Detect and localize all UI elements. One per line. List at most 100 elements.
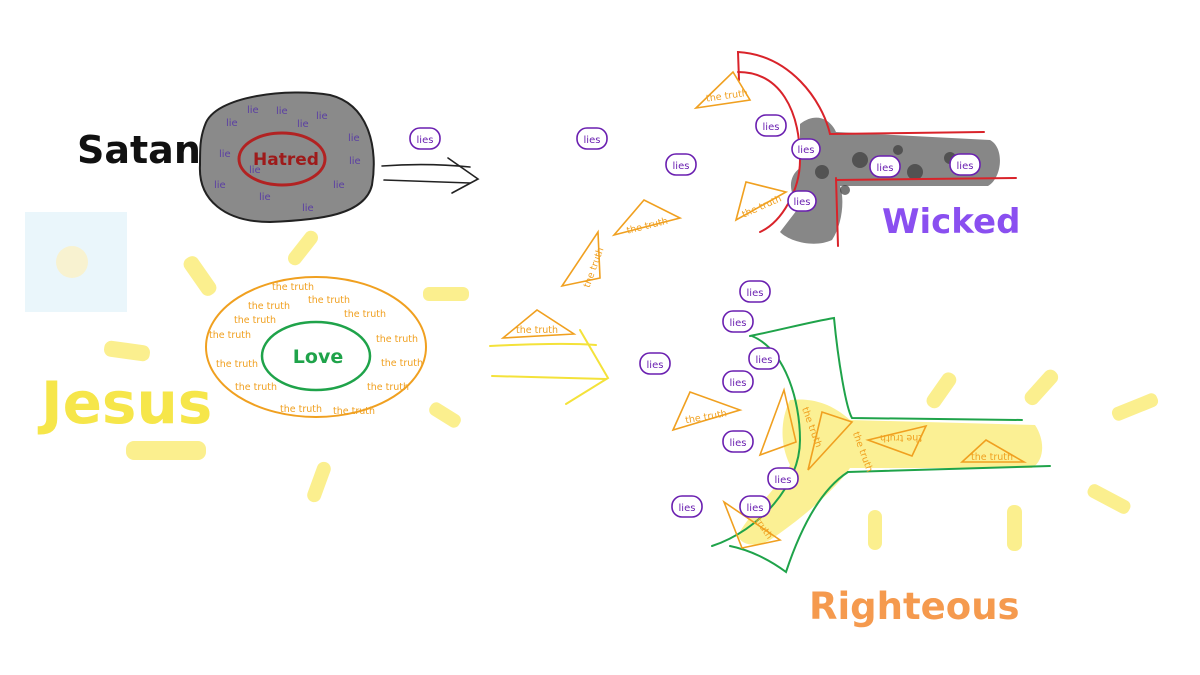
lie-token: lie xyxy=(348,133,360,144)
lies-token: lies xyxy=(417,135,434,146)
truth-token: the truth xyxy=(376,334,418,345)
hatred-ring xyxy=(237,131,327,187)
lies-bubble: lies xyxy=(739,495,771,518)
truth-triangle: the truth xyxy=(693,70,752,110)
lies-bubble: lies xyxy=(639,352,671,375)
lies-bubble: lies xyxy=(787,190,817,212)
truth-token: the truth xyxy=(344,309,386,320)
jesus-group: Jesus Love the truth the truth the truth… xyxy=(25,212,610,503)
lies-bubble: lies xyxy=(409,127,441,150)
lie-token: lie xyxy=(333,180,345,191)
jesus-arrow xyxy=(489,329,610,405)
truth-token: the truth xyxy=(272,282,314,293)
truth-triangle: the truth xyxy=(734,181,789,222)
wicked-smudge xyxy=(780,117,1000,244)
lie-token: lie xyxy=(297,119,309,130)
truth-ring xyxy=(205,276,427,418)
love-label: Love xyxy=(293,346,343,368)
lies-bubble: lies xyxy=(949,153,981,176)
jesus-label: Jesus xyxy=(37,369,212,437)
lies-token: lies xyxy=(957,161,974,172)
truth-token: the truth xyxy=(705,88,748,105)
truth-token: the truth xyxy=(582,246,607,289)
truth-triangle: the truth xyxy=(611,199,683,237)
truth-triangle: the truth xyxy=(865,424,928,458)
lies-bubble: lies xyxy=(755,114,787,137)
lie-token: lie xyxy=(219,149,231,160)
truth-triangle: the truth xyxy=(560,229,607,289)
lies-bubble: lies xyxy=(722,310,754,333)
lies-token: lies xyxy=(673,161,690,172)
lies-bubble: lies xyxy=(722,430,754,453)
lies-token: lies xyxy=(647,360,664,371)
lies-bubble: lies xyxy=(748,347,780,370)
lies-token: lies xyxy=(798,145,815,156)
lies-bubble: lies xyxy=(791,138,821,160)
wicked-label: Wicked xyxy=(882,202,1020,242)
truth-triangle: the truth xyxy=(959,439,1027,463)
righteous-glow xyxy=(738,399,1043,545)
righteous-sun-rays xyxy=(868,369,1159,551)
lies-bubble: lies xyxy=(869,155,901,178)
glow-dot xyxy=(56,246,88,278)
lies-bubble: lies xyxy=(722,370,754,393)
lies-token: lies xyxy=(730,318,747,329)
truth-token: the truth xyxy=(880,432,922,443)
lies-bubble: lies xyxy=(671,495,703,518)
lies-bubbles: lies lies lies lies lies lies lies lies … xyxy=(409,114,981,518)
truth-triangle: the truth xyxy=(500,309,577,339)
lies-token: lies xyxy=(756,355,773,366)
lie-token: lie xyxy=(302,203,314,214)
satan-label: Satan xyxy=(77,128,201,172)
satan-blob xyxy=(198,91,375,224)
truth-token: the truth xyxy=(216,359,258,370)
satan-group: Hatred lie lie lie lie lie lie lie lie l… xyxy=(77,91,480,224)
wicked-path-lines xyxy=(736,50,1017,247)
love-ring xyxy=(260,320,372,392)
truth-token: the truth xyxy=(235,382,277,393)
lies-token: lies xyxy=(730,438,747,449)
lies-bubble: lies xyxy=(739,280,771,303)
lie-token: lie xyxy=(316,111,328,122)
truth-token: the truth xyxy=(971,452,1013,463)
lie-token: lie xyxy=(349,156,361,167)
truth-token: the truth xyxy=(741,193,784,220)
lies-token: lies xyxy=(775,475,792,486)
lies-token: lies xyxy=(747,288,764,299)
righteous-group: Righteous xyxy=(711,316,1159,628)
lie-token: lie xyxy=(226,118,238,129)
lies-token: lies xyxy=(730,378,747,389)
truth-token: the truth xyxy=(333,406,375,417)
wicked-group: Wicked xyxy=(736,50,1020,247)
righteous-label: Righteous xyxy=(809,585,1020,628)
lie-token: lie xyxy=(214,180,226,191)
lies-bubble: lies xyxy=(576,127,608,150)
truth-token: the truth xyxy=(367,382,409,393)
lies-token: lies xyxy=(747,503,764,514)
lies-token: lies xyxy=(794,197,811,208)
lies-bubble: lies xyxy=(767,467,799,490)
jesus-sun-rays xyxy=(104,230,469,503)
truth-token: the truth xyxy=(684,408,727,426)
lie-token: lie xyxy=(249,165,261,176)
truth-token: the truth xyxy=(626,216,669,237)
lies-token: lies xyxy=(584,135,601,146)
truth-token: the truth xyxy=(308,295,350,306)
truth-token: the truth xyxy=(280,404,322,415)
lie-token: lie xyxy=(247,105,259,116)
wicked-smudge-dots xyxy=(815,145,956,195)
lies-token: lies xyxy=(877,163,894,174)
lies-token: lies xyxy=(679,503,696,514)
lies-token: lies xyxy=(763,122,780,133)
truth-token: the truth xyxy=(381,358,423,369)
truth-token: the truth xyxy=(234,315,276,326)
lies-bubble: lies xyxy=(665,153,697,176)
truth-triangle: the truth xyxy=(671,390,743,432)
lie-token: lie xyxy=(259,192,271,203)
lie-token: lie xyxy=(276,106,288,117)
satan-arrow xyxy=(381,157,480,194)
truth-token: the truth xyxy=(248,301,290,312)
truth-token: the truth xyxy=(209,330,251,341)
truth-token: the truth xyxy=(516,325,558,336)
